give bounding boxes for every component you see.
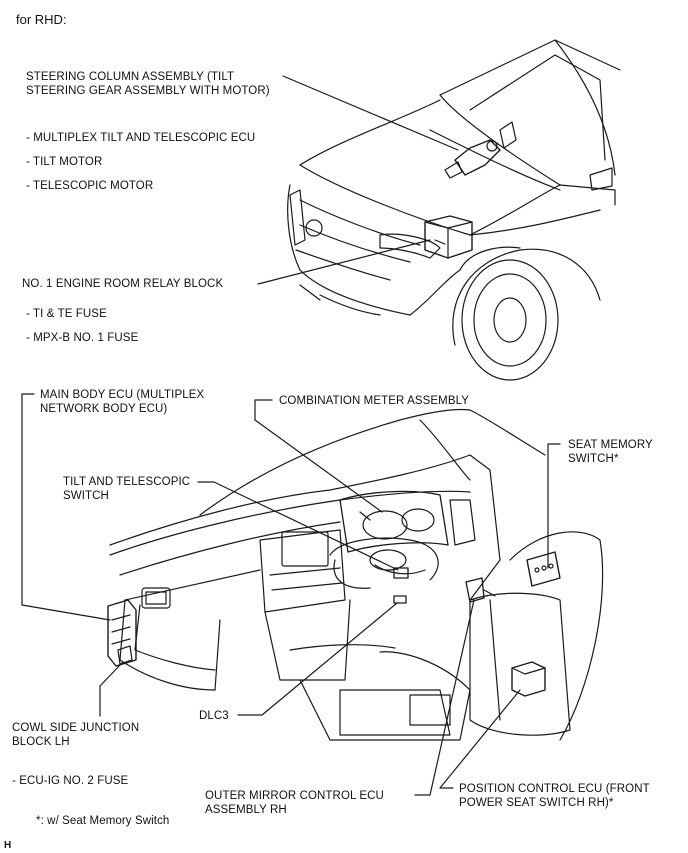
steering-part-tilt-ecu: - MULTIPLEX TILT AND TELESCOPIC ECU bbox=[26, 132, 256, 144]
position-control-ecu-label-line1: POSITION CONTROL ECU (FRONT bbox=[459, 783, 650, 795]
engine-leader-lines bbox=[257, 75, 459, 285]
steering-column-label-line2: STEERING GEAR ASSEMBLY WITH MOTOR) bbox=[26, 85, 270, 97]
relay-block-label: NO. 1 ENGINE ROOM RELAY BLOCK bbox=[22, 278, 224, 290]
diagram-header: for RHD: bbox=[16, 12, 67, 27]
seat-memory-switch-label-line1: SEAT MEMORY bbox=[568, 439, 653, 451]
main-body-ecu-label-line1: MAIN BODY ECU (MULTIPLEX bbox=[40, 389, 205, 401]
tilt-switch-label-line2: SWITCH bbox=[63, 490, 109, 502]
steering-column-label-line1: STEERING COLUMN ASSEMBLY (TILT bbox=[26, 71, 235, 83]
main-body-ecu-label-line2: NETWORK BODY ECU) bbox=[40, 403, 168, 415]
cowl-side-jb-label-line1: COWL SIDE JUNCTION bbox=[12, 722, 140, 734]
cabin-interior-illustration bbox=[107, 408, 604, 741]
corner-mark: H bbox=[4, 840, 12, 851]
ecu-ig-fuse-label: - ECU-IG NO. 2 FUSE bbox=[12, 775, 129, 787]
footnote: *: w/ Seat Memory Switch bbox=[36, 815, 170, 827]
dlc3-label: DLC3 bbox=[199, 710, 229, 722]
relay-part-mpx-b-fuse: - MPX-B NO. 1 FUSE bbox=[26, 332, 139, 344]
combination-meter-label: COMBINATION METER ASSEMBLY bbox=[279, 395, 470, 407]
steering-part-telescopic-motor: - TELESCOPIC MOTOR bbox=[26, 180, 154, 192]
seat-memory-switch-label-line2: SWITCH* bbox=[568, 453, 619, 465]
position-control-ecu-label-line2: POWER SEAT SWITCH RH)* bbox=[459, 797, 614, 809]
outer-mirror-ecu-label-line2: ASSEMBLY RH bbox=[205, 804, 287, 816]
outer-mirror-ecu-label-line1: OUTER MIRROR CONTROL ECU bbox=[205, 790, 384, 802]
cabin-leader-lines bbox=[21, 393, 561, 796]
tilt-switch-label-line1: TILT AND TELESCOPIC bbox=[63, 476, 191, 488]
relay-part-ti-te-fuse: - TI & TE FUSE bbox=[26, 308, 107, 320]
steering-part-tilt-motor: - TILT MOTOR bbox=[26, 156, 103, 168]
cowl-side-jb-label-line2: BLOCK LH bbox=[12, 736, 70, 748]
vehicle-exterior-illustration bbox=[287, 39, 621, 381]
